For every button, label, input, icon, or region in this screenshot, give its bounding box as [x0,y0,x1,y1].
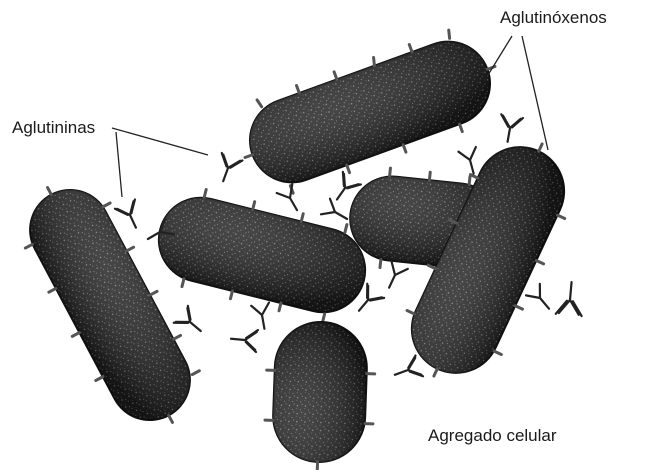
antibody [526,284,556,315]
label-aglutinoxenos: Aglutinóxenos [500,8,607,28]
leader-aglutininas-2 [116,132,122,197]
leader-aglutinoxenos-1 [488,36,512,75]
antibody [174,306,208,340]
label-aglutininas: Aglutininas [12,118,95,138]
antibody [458,147,482,176]
bacterium-center [148,181,376,329]
antibody [230,328,258,352]
antibody [115,199,146,232]
antibody [277,184,305,215]
leader-aglutinoxenos-2 [522,36,548,150]
antibody [321,199,352,227]
bacterium-bottom [263,320,376,470]
antibody [251,303,273,331]
antibody [213,153,243,185]
antibody [381,261,408,291]
antibody [391,356,423,386]
leader-aglutininas-1 [112,128,208,155]
antibody [497,114,523,143]
antibody [556,281,585,316]
label-agregado-celular: Agregado celular [428,426,557,446]
